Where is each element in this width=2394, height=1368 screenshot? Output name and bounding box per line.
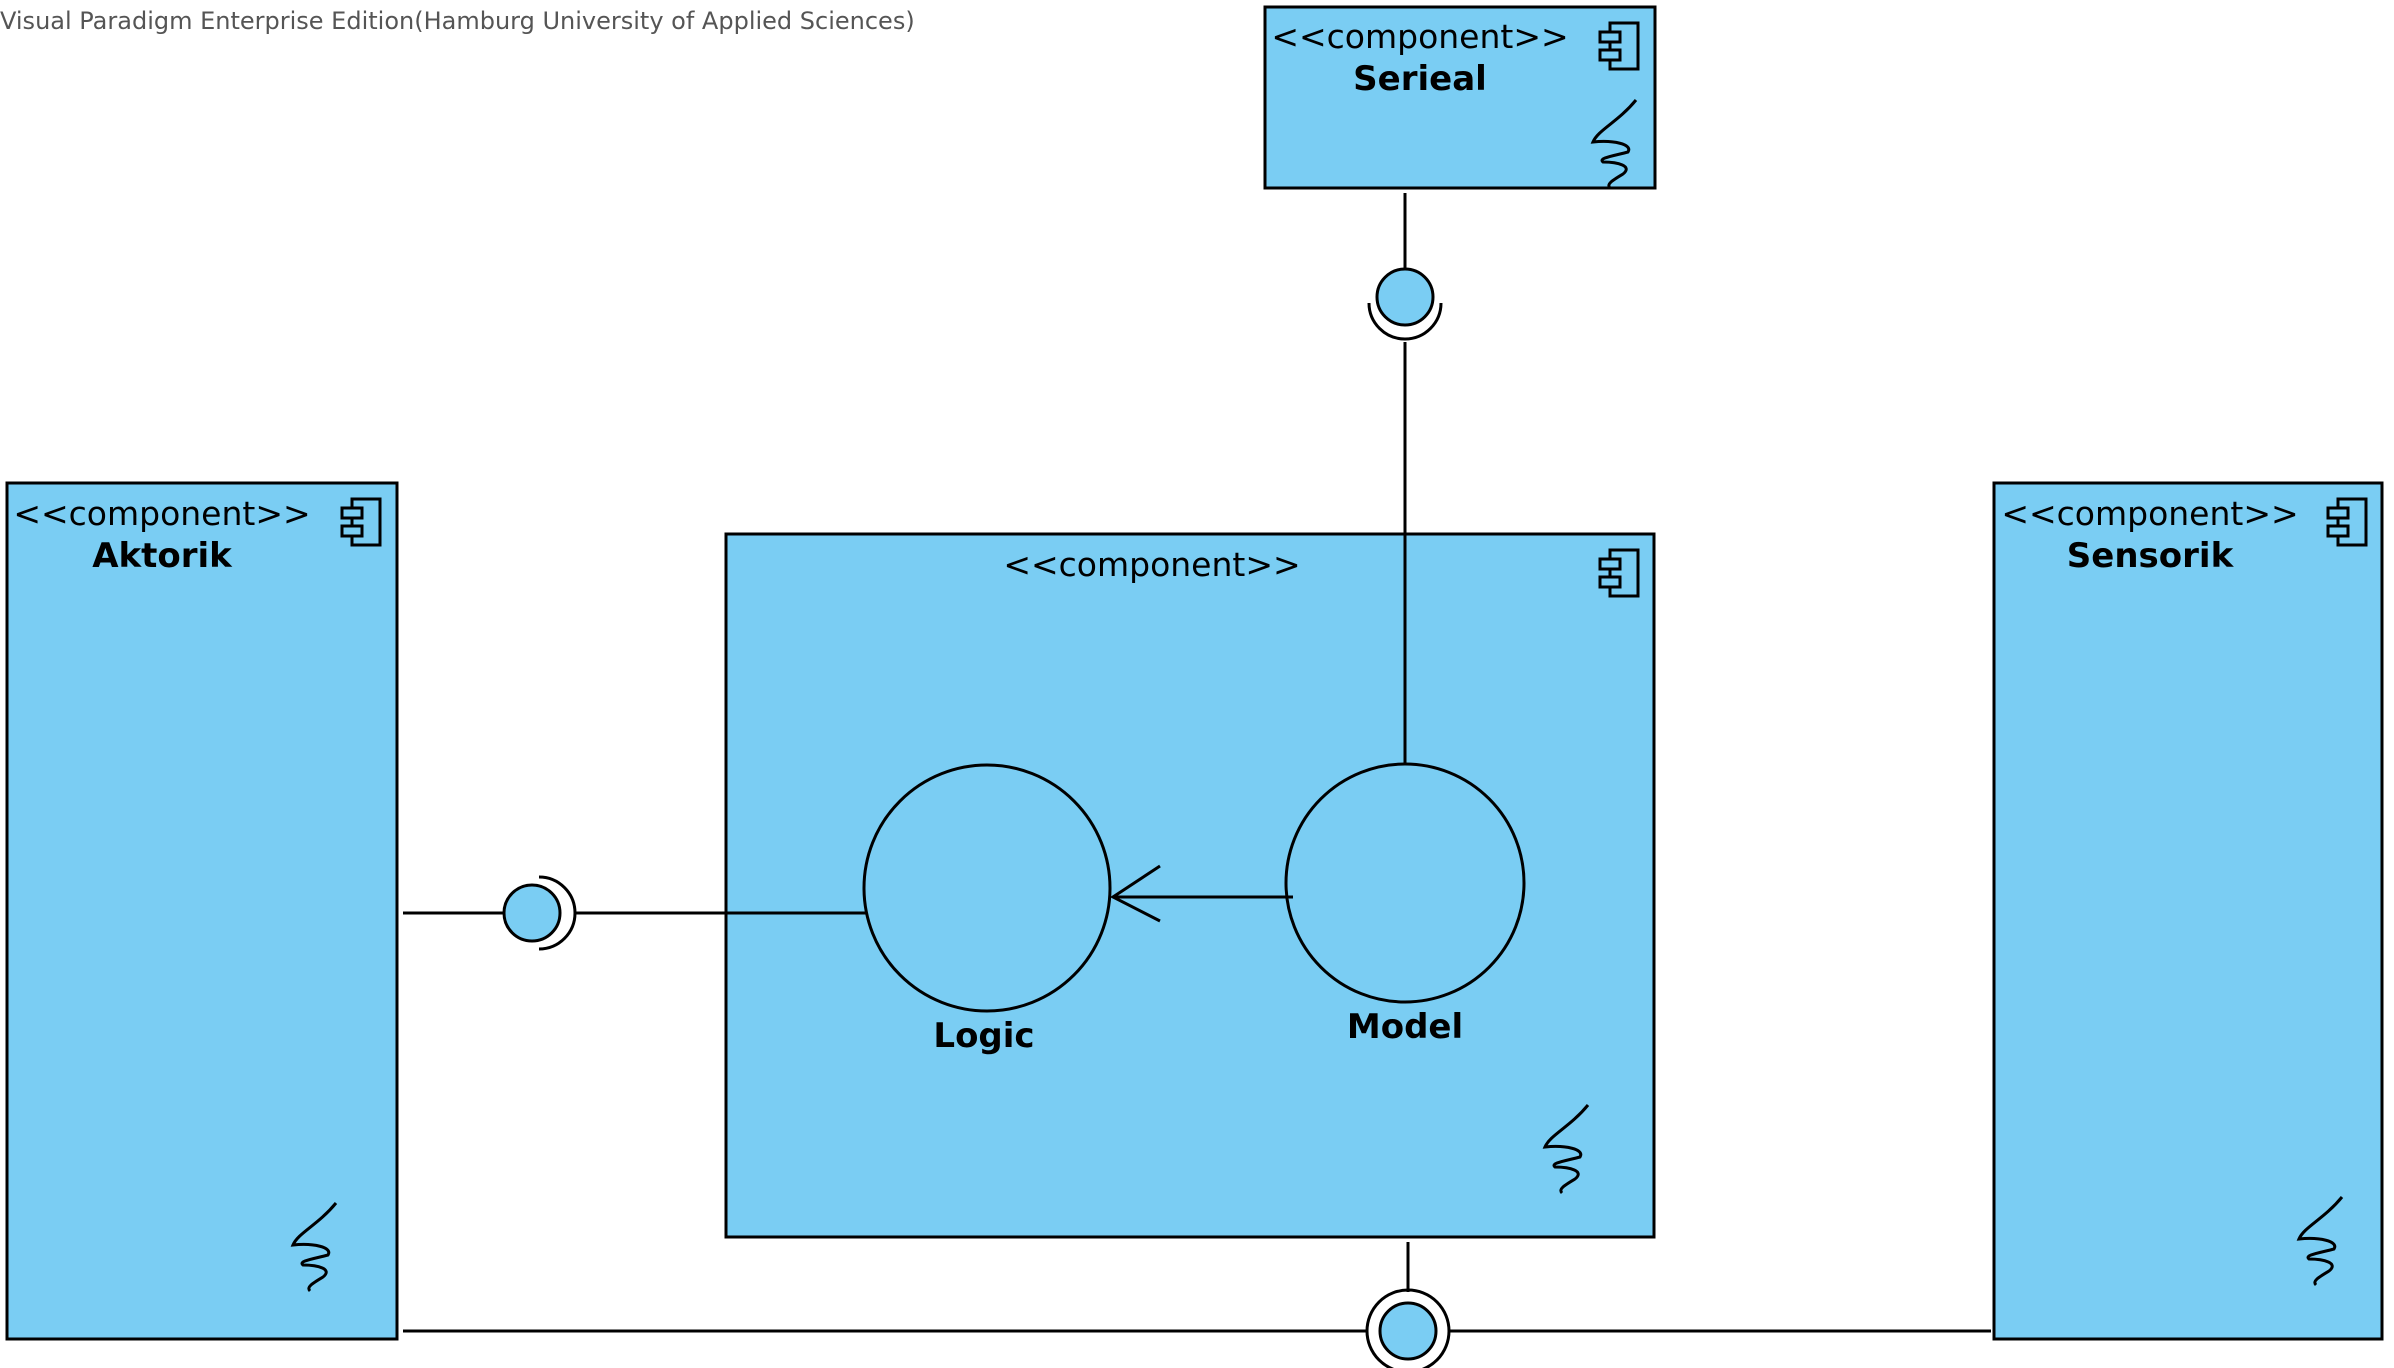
component-aktorik[interactable]: <<component>> Aktorik [5,481,399,1341]
serieal-name: Serieal [1353,59,1487,99]
class-logic[interactable]: Logic [862,763,1112,1056]
model-name: Model [1347,1007,1463,1047]
logic-name: Logic [933,1016,1034,1056]
interface-aktorik[interactable] [502,875,577,951]
component-sensorik[interactable]: <<component>> Sensorik [1992,481,2384,1341]
aktorik-name: Aktorik [92,536,233,576]
class-model[interactable]: Model [1284,762,1526,1047]
sensorik-name: Sensorik [2067,536,2235,576]
serieal-stereotype: <<component>> [1271,17,1568,56]
interface-bottom[interactable] [1365,1288,1451,1368]
watermark-text: Visual Paradigm Enterprise Edition(Hambu… [0,7,915,35]
aktorik-stereotype: <<component>> [13,494,310,533]
sensorik-stereotype: <<component>> [2001,494,2298,533]
interface-serieal[interactable] [1367,267,1443,341]
main-stereotype: <<component>> [1003,545,1300,584]
dependency-arrow [1110,864,1293,923]
component-serieal[interactable]: <<component>> Serieal [1263,5,1657,190]
